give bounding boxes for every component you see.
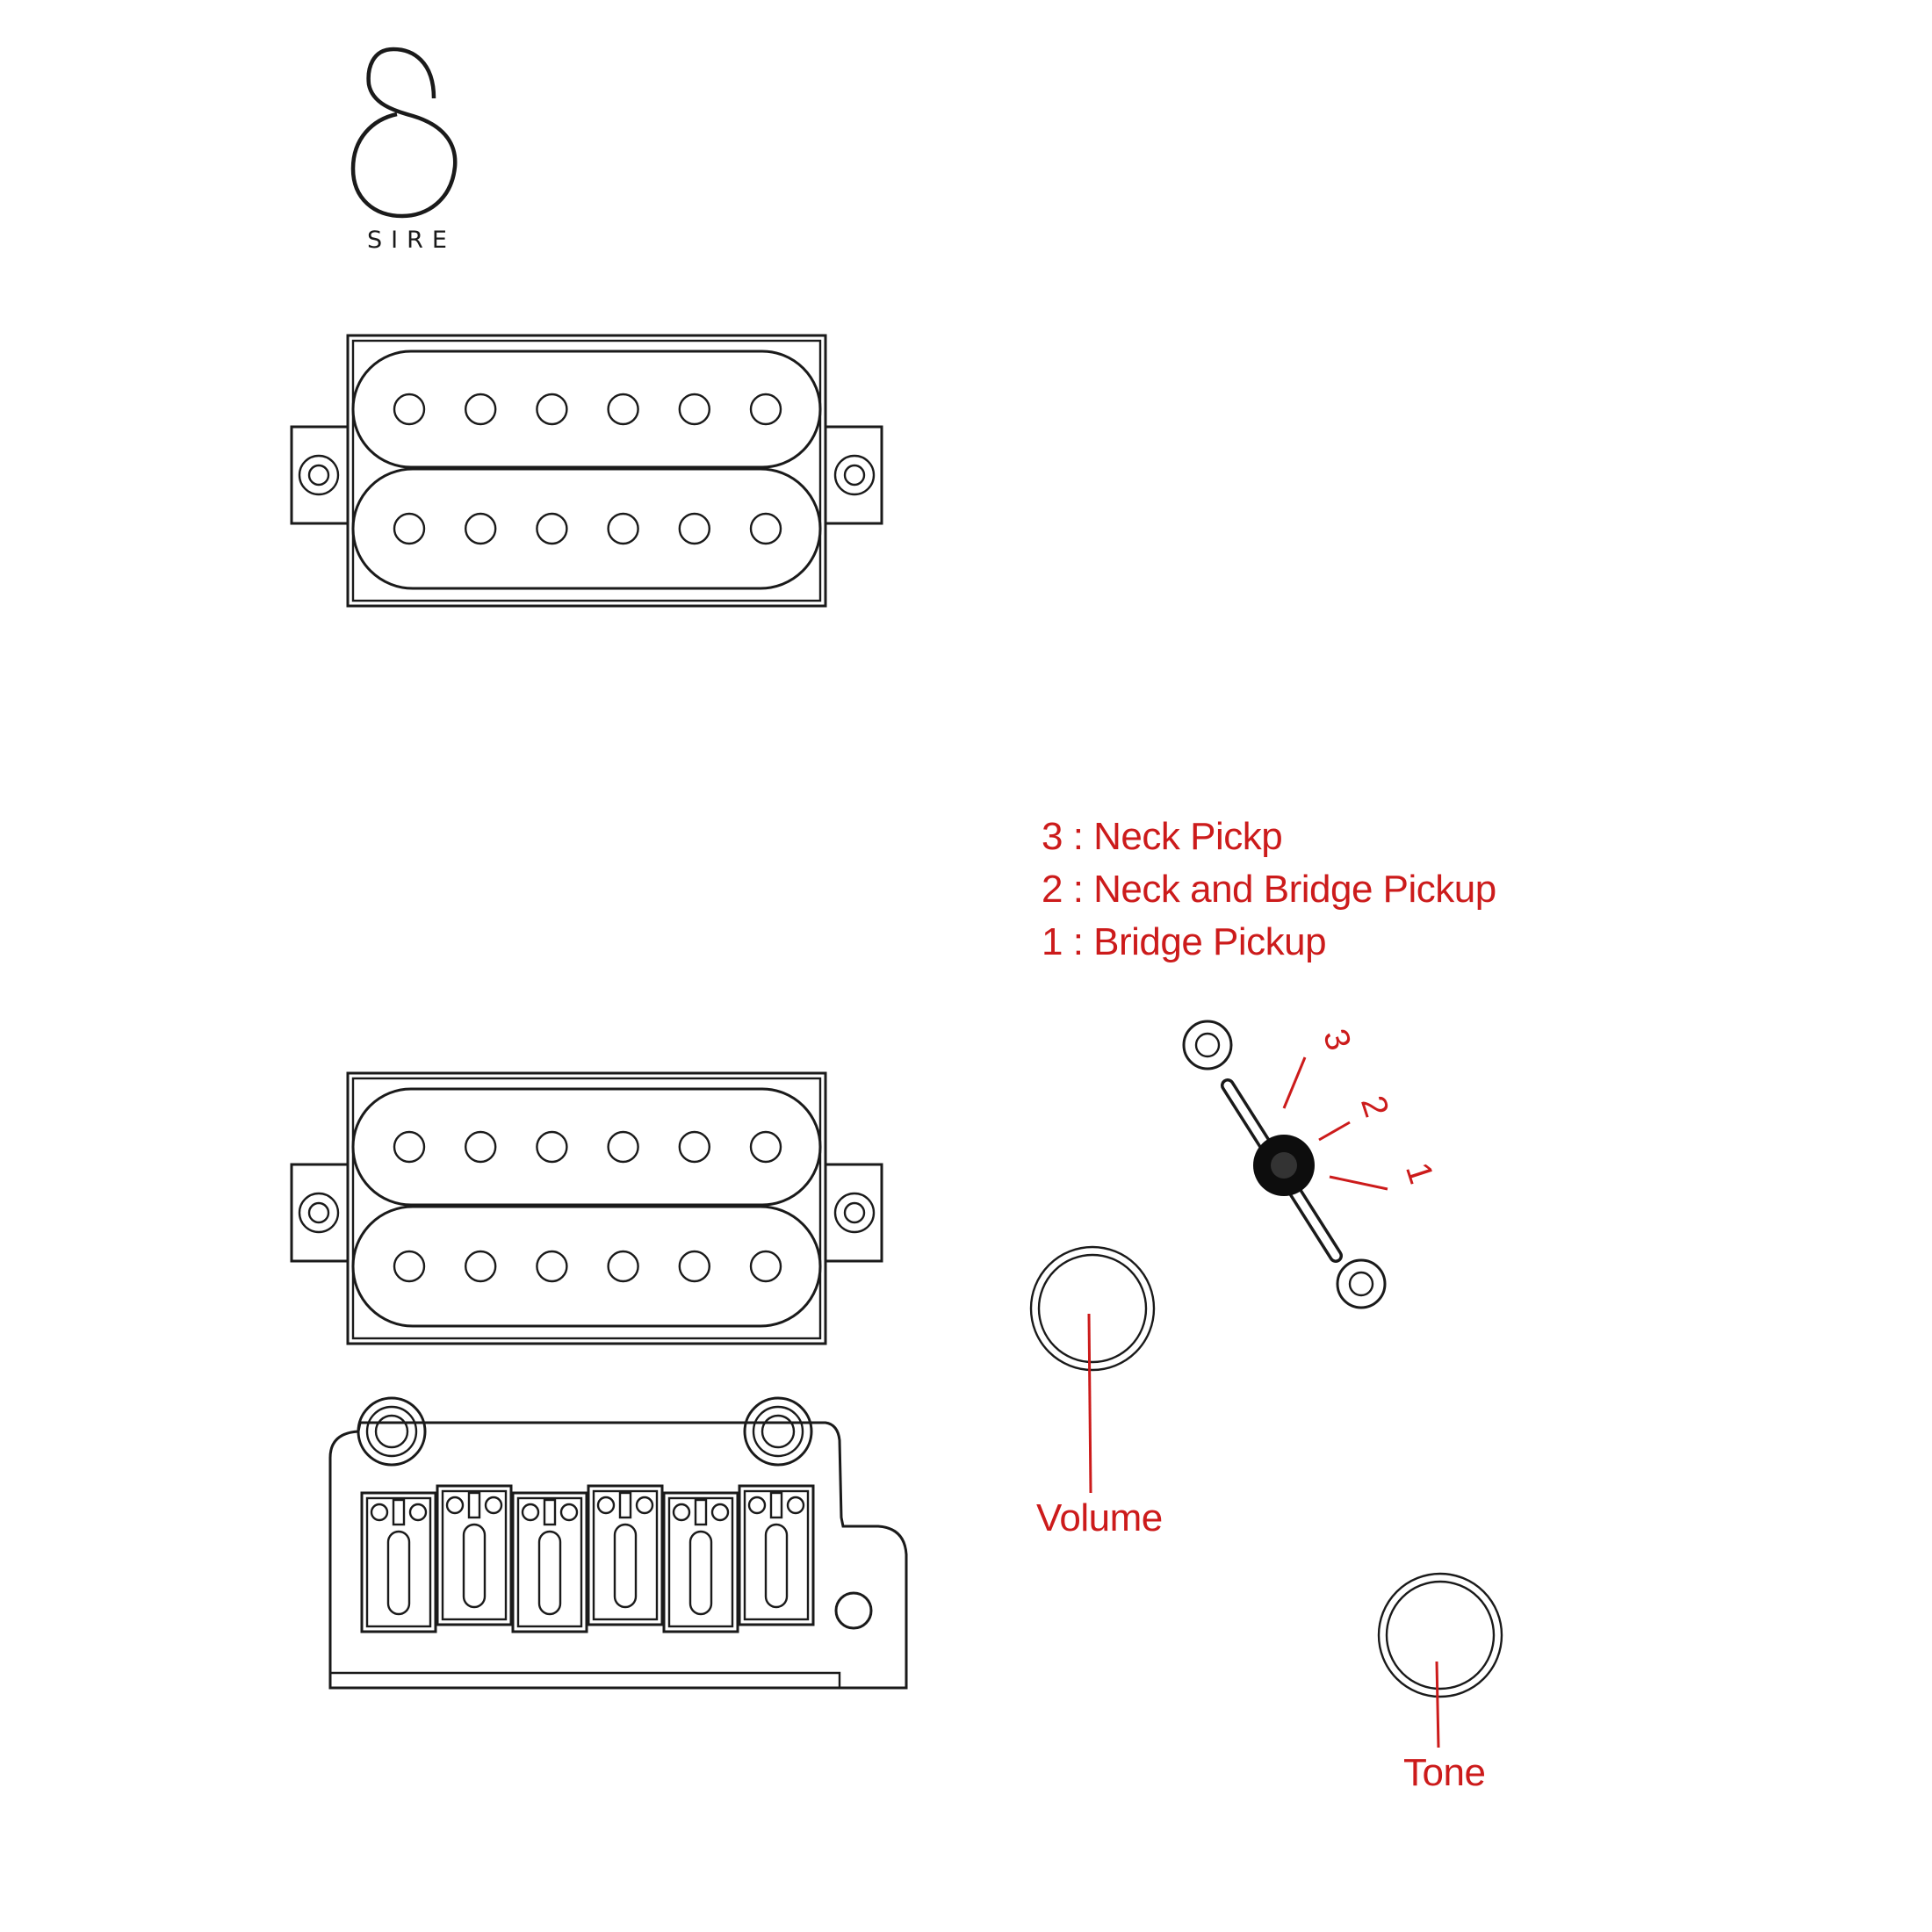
- guitar-bridge: [328, 1396, 908, 1690]
- bridge-saddle: [436, 1484, 513, 1626]
- pickup-screw-left: [298, 1192, 340, 1234]
- switch-mount-screw-top: [1182, 1020, 1233, 1071]
- pickup-frame: [346, 1071, 827, 1345]
- bridge-saddle: [360, 1491, 437, 1633]
- pickup-pole-piece: [678, 393, 710, 426]
- pickup-coil-top: [351, 1087, 822, 1207]
- neck-pickup: [290, 334, 883, 608]
- bridge-pickup: [290, 1071, 883, 1345]
- bridge-stud-left: [357, 1396, 427, 1467]
- pickup-pole-piece: [393, 393, 426, 426]
- pickup-coil-bottom: [351, 1205, 822, 1328]
- volume-knob: [1029, 1245, 1156, 1494]
- pickup-pole-piece: [607, 1250, 639, 1283]
- pickup-screw-left-center: [307, 464, 330, 487]
- switch-mark-line-1: [1329, 1175, 1388, 1191]
- pickup-screw-left: [298, 454, 340, 496]
- switch-tip-knob: [1253, 1135, 1315, 1196]
- legend-item-1: 1 : Bridge Pickup: [1042, 920, 1327, 963]
- pickup-pole-piece: [749, 512, 782, 545]
- legend-item-3: 3 : Neck Pickp: [1042, 815, 1283, 858]
- pickup-pole-piece: [749, 1130, 782, 1164]
- switch-mark-3: 3: [1316, 1025, 1359, 1056]
- pickup-frame-inner: [351, 1077, 822, 1340]
- switch-mark-line-3: [1282, 1056, 1307, 1109]
- switch-mark-1: 1: [1398, 1158, 1441, 1189]
- bridge-saddle: [738, 1484, 815, 1626]
- tone-leader-line: [1435, 1661, 1440, 1748]
- pickup-pole-piece: [678, 1250, 710, 1283]
- volume-leader-line: [1087, 1313, 1092, 1494]
- pickup-screw-right-center: [843, 464, 866, 487]
- pickup-pole-piece: [536, 512, 568, 545]
- pickup-pole-piece: [749, 393, 782, 426]
- pickup-pole-piece: [393, 512, 426, 545]
- pickup-pole-piece: [607, 1130, 639, 1164]
- pickup-coil-top: [351, 350, 822, 469]
- pickup-pole-piece: [749, 1250, 782, 1283]
- pickup-selector-switch: 3 2 1: [1182, 1020, 1441, 1309]
- bridge-screw-hole: [834, 1591, 873, 1630]
- switch-mount-screw-bottom: [1336, 1258, 1387, 1309]
- pickup-pole-piece: [465, 1130, 497, 1164]
- pickup-pole-piece: [536, 1250, 568, 1283]
- pickup-screw-right: [833, 454, 876, 496]
- pickup-pole-piece: [393, 1250, 426, 1283]
- tone-label: Tone: [1403, 1751, 1486, 1794]
- pickup-frame-inner: [351, 339, 822, 602]
- tone-knob: [1377, 1572, 1503, 1748]
- pickup-screw-right-center: [843, 1201, 866, 1224]
- pickup-pole-piece: [536, 393, 568, 426]
- pickup-pole-piece: [393, 1130, 426, 1164]
- bridge-saddle: [511, 1491, 588, 1633]
- sire-logo-icon: [350, 47, 458, 219]
- pickup-pole-piece: [607, 512, 639, 545]
- pickup-pole-piece: [678, 512, 710, 545]
- pickup-pole-piece: [465, 393, 497, 426]
- pickup-screw-left-center: [307, 1201, 330, 1224]
- pickup-frame: [346, 334, 827, 608]
- pickup-pole-piece: [678, 1130, 710, 1164]
- bridge-saddle: [662, 1491, 739, 1633]
- legend-item-2: 2 : Neck and Bridge Pickup: [1042, 868, 1496, 911]
- pickup-pole-piece: [536, 1130, 568, 1164]
- bridge-stud-right: [743, 1396, 813, 1467]
- pickup-pole-piece: [465, 512, 497, 545]
- brand-wordmark: SIRE: [367, 227, 456, 254]
- pickup-screw-right: [833, 1192, 876, 1234]
- switch-mark-line-2: [1318, 1121, 1351, 1142]
- bridge-saddle: [587, 1484, 664, 1626]
- pickup-pole-piece: [465, 1250, 497, 1283]
- volume-label: Volume: [1036, 1496, 1163, 1539]
- switch-mark-2: 2: [1353, 1092, 1396, 1122]
- pickup-coil-bottom: [351, 467, 822, 590]
- pickup-pole-piece: [607, 393, 639, 426]
